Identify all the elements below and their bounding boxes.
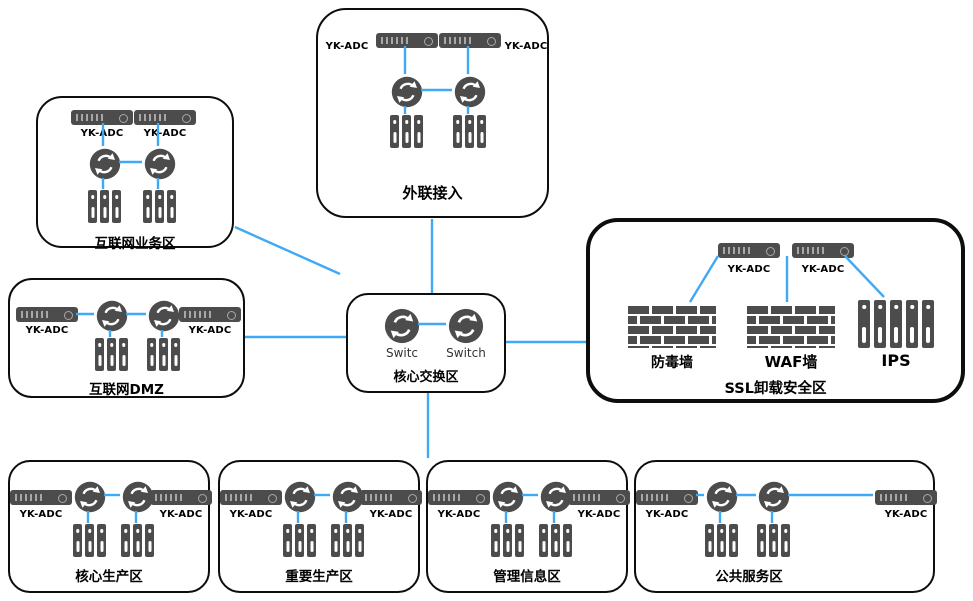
server-rack-icon — [539, 524, 572, 557]
yk-adc-label: YK-ADC — [188, 325, 232, 336]
zone-public-service: YK-ADC YK-ADC 公共服务区 — [634, 460, 937, 593]
server-rack-icon — [390, 115, 423, 148]
server-rack-icon — [95, 338, 128, 371]
switch-icon — [448, 308, 484, 344]
yk-adc-label: YK-ADC — [80, 128, 124, 139]
zone-important-production: YK-ADC YK-ADC 重要生产区 — [218, 460, 422, 593]
zone-title: SSL卸载安全区 — [724, 381, 827, 397]
yk-adc-label: YK-ADC — [325, 41, 369, 52]
adc-appliance-icon — [10, 490, 72, 505]
server-rack-icon — [331, 524, 364, 557]
server-rack-icon — [705, 524, 738, 557]
adc-appliance-icon — [568, 490, 630, 505]
zone-management-info: YK-ADC YK-ADC 管理信息区 — [426, 460, 630, 593]
yk-adc-label: YK-ADC — [143, 128, 187, 139]
switch-icon — [384, 308, 420, 344]
zone-core-production: YK-ADC YK-ADC 核心生产区 — [8, 460, 212, 593]
load-balancer-icon — [706, 481, 738, 513]
adc-appliance-icon — [360, 490, 422, 505]
load-balancer-icon — [391, 76, 423, 108]
ips-label: IPS — [881, 351, 911, 370]
zone-title: 管理信息区 — [493, 569, 561, 585]
adc-appliance-icon — [428, 490, 490, 505]
load-balancer-icon — [284, 481, 316, 513]
server-rack-icon — [283, 524, 316, 557]
zone-title: 公共服务区 — [715, 569, 783, 585]
zone-title: 外联接入 — [402, 184, 463, 202]
server-rack-icon — [88, 190, 121, 223]
server-rack-icon — [73, 524, 106, 557]
zone-title: 互联网业务区 — [94, 236, 176, 252]
load-balancer-icon — [122, 481, 154, 513]
zone-title: 互联网DMZ — [89, 382, 164, 398]
zone-title: 重要生产区 — [285, 569, 353, 585]
server-rack-icon — [147, 338, 180, 371]
server-rack-icon — [757, 524, 790, 557]
load-balancer-icon — [332, 481, 364, 513]
ips-rack-icon — [858, 300, 934, 348]
load-balancer-icon — [148, 300, 180, 332]
adc-appliance-icon — [179, 307, 241, 322]
zone-core-switch: Switc Switch 核心交换区 — [346, 293, 506, 393]
yk-adc-label: YK-ADC — [727, 264, 771, 275]
server-rack-icon — [453, 115, 486, 148]
yk-adc-label: YK-ADC — [801, 264, 845, 275]
zone-internet-business: YK-ADC YK-ADC 互联网业务区 — [36, 96, 234, 252]
adc-appliance-icon — [875, 490, 937, 505]
adc-appliance-icon — [220, 490, 282, 505]
adc-appliance-icon — [16, 307, 78, 322]
server-rack-icon — [121, 524, 154, 557]
adc-appliance-icon — [71, 110, 133, 125]
yk-adc-label: YK-ADC — [25, 325, 69, 336]
yk-adc-label: YK-ADC — [369, 509, 413, 520]
load-balancer-icon — [492, 481, 524, 513]
yk-adc-label: YK-ADC — [645, 509, 689, 520]
load-balancer-icon — [74, 481, 106, 513]
adc-appliance-icon — [718, 243, 780, 258]
zone-title: 核心交换区 — [393, 370, 459, 385]
server-rack-icon — [491, 524, 524, 557]
zone-title: 核心生产区 — [75, 569, 143, 585]
adc-appliance-icon — [376, 33, 438, 48]
load-balancer-icon — [89, 148, 121, 180]
adc-appliance-icon — [792, 243, 854, 258]
zone-ssl-offload: YK-ADC YK-ADC 防毒墙 WAF墙 IPS SSL卸载安全区 — [586, 218, 965, 403]
antivirus-wall-label: 防毒墙 — [651, 355, 693, 371]
yk-adc-label: YK-ADC — [884, 509, 928, 520]
adc-appliance-icon — [439, 33, 501, 48]
load-balancer-icon — [454, 76, 486, 108]
yk-adc-label: YK-ADC — [504, 41, 548, 52]
antivirus-firewall-icon — [628, 306, 716, 348]
yk-adc-label: YK-ADC — [577, 509, 621, 520]
yk-adc-label: YK-ADC — [19, 509, 63, 520]
yk-adc-label: YK-ADC — [437, 509, 481, 520]
adc-appliance-icon — [134, 110, 196, 125]
switch-label: Switc — [385, 346, 419, 360]
zone-internet-dmz: YK-ADC YK-ADC 互联网DMZ — [8, 278, 245, 398]
yk-adc-label: YK-ADC — [159, 509, 203, 520]
waf-wall-label: WAF墙 — [764, 353, 818, 371]
adc-appliance-icon — [636, 490, 698, 505]
zone-external-access: YK-ADC YK-ADC 外联接入 — [316, 8, 549, 218]
server-rack-icon — [143, 190, 176, 223]
load-balancer-icon — [144, 148, 176, 180]
load-balancer-icon — [96, 300, 128, 332]
yk-adc-label: YK-ADC — [229, 509, 273, 520]
switch-label: Switch — [446, 346, 486, 360]
load-balancer-icon — [540, 481, 572, 513]
waf-wall-icon — [747, 306, 835, 348]
load-balancer-icon — [758, 481, 790, 513]
adc-appliance-icon — [150, 490, 212, 505]
